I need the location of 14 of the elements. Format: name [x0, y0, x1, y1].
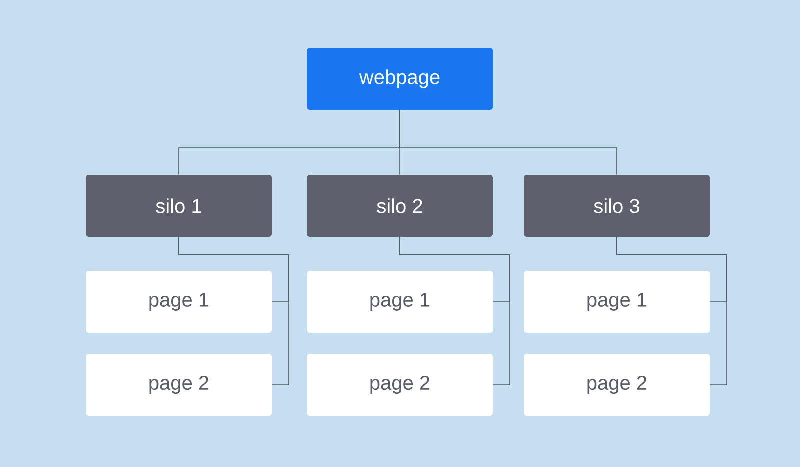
root-box: webpage	[307, 48, 493, 110]
page-box: page 1	[524, 271, 710, 333]
page-box: page 2	[307, 354, 493, 416]
connector-line	[400, 110, 618, 176]
silo-box: silo 2	[307, 175, 493, 237]
page-box: page 2	[524, 354, 710, 416]
silo-box: silo 3	[524, 175, 710, 237]
connector-line	[400, 236, 510, 386]
connector-line	[178, 236, 290, 386]
silo-box: silo 1	[86, 175, 272, 237]
page-box: page 2	[86, 354, 272, 416]
page-box: page 1	[307, 271, 493, 333]
page-box: page 1	[86, 271, 272, 333]
connector-line	[616, 236, 728, 386]
